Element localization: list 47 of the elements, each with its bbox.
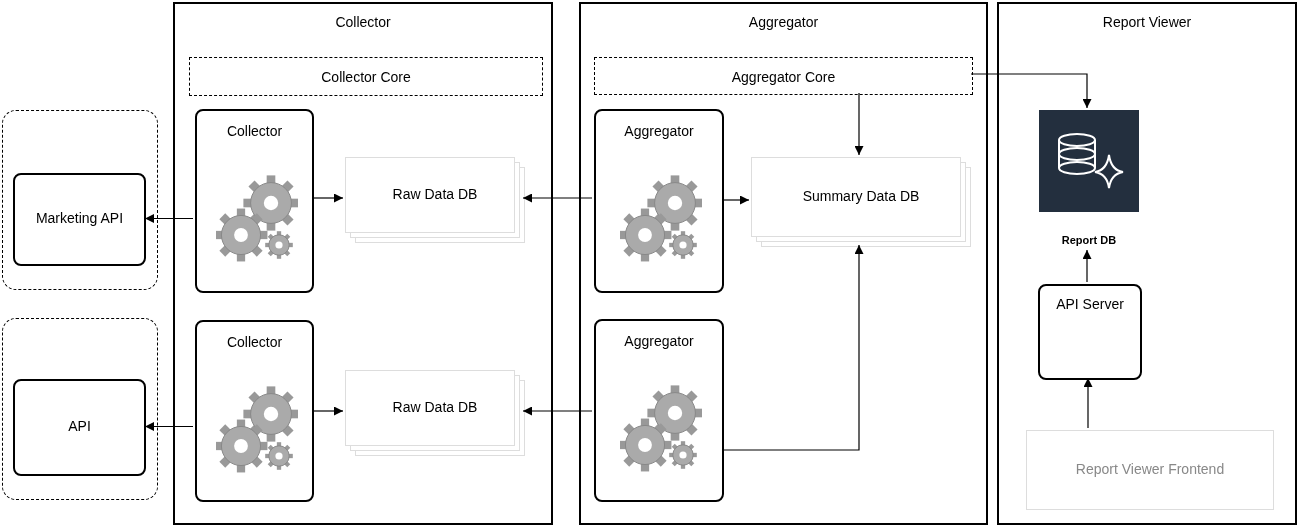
- source-group: [2, 110, 158, 290]
- container-panel: [579, 2, 988, 525]
- database-stack: [345, 370, 525, 456]
- core-box: [189, 57, 543, 96]
- api-label: API Server: [1056, 296, 1124, 312]
- api-label: API: [68, 417, 91, 434]
- service-label: Aggregator: [624, 123, 694, 139]
- service-label: Collector: [226, 334, 283, 350]
- database-label: Raw Data DB: [392, 185, 478, 202]
- panel-title: Report Viewer: [1102, 14, 1192, 30]
- arrow: [1082, 249, 1092, 283]
- database-label: Report DB: [1061, 234, 1117, 246]
- service-box: [594, 109, 724, 293]
- arrow: [721, 244, 864, 451]
- service-box: [195, 320, 314, 502]
- arrow: [522, 406, 593, 416]
- database-label: Summary Data DB: [802, 187, 920, 204]
- frontend-box: [1026, 430, 1274, 510]
- database-label: Raw Data DB: [392, 398, 478, 415]
- arrow: [522, 193, 593, 203]
- service-label: Aggregator: [624, 333, 694, 349]
- service-box: [195, 109, 314, 293]
- api-label: Marketing API: [35, 209, 124, 226]
- source-group: [2, 318, 158, 500]
- api-box: [1038, 284, 1142, 380]
- panel-title: Aggregator: [748, 14, 819, 30]
- api-box: [13, 379, 146, 476]
- arrow: [721, 195, 750, 205]
- service-label: Collector: [226, 123, 283, 139]
- arrow: [144, 422, 194, 431]
- arrow: [311, 193, 344, 203]
- frontend-label: Report Viewer Frontend: [1075, 461, 1225, 477]
- arrow: [311, 406, 344, 416]
- container-panel: [173, 2, 553, 525]
- arrow: [970, 73, 1092, 109]
- arrow: [854, 92, 864, 156]
- arrow: [1083, 377, 1093, 429]
- database-stack: [345, 157, 525, 243]
- api-box: [13, 173, 146, 266]
- database-stack: [751, 157, 971, 247]
- core-box: [594, 57, 973, 95]
- panel-title: Collector: [335, 14, 391, 30]
- container-panel: [997, 2, 1297, 525]
- arrow: [144, 214, 194, 223]
- box-label: Aggregator Core: [731, 69, 836, 85]
- service-box: [594, 319, 724, 502]
- box-label: Collector Core: [321, 69, 411, 85]
